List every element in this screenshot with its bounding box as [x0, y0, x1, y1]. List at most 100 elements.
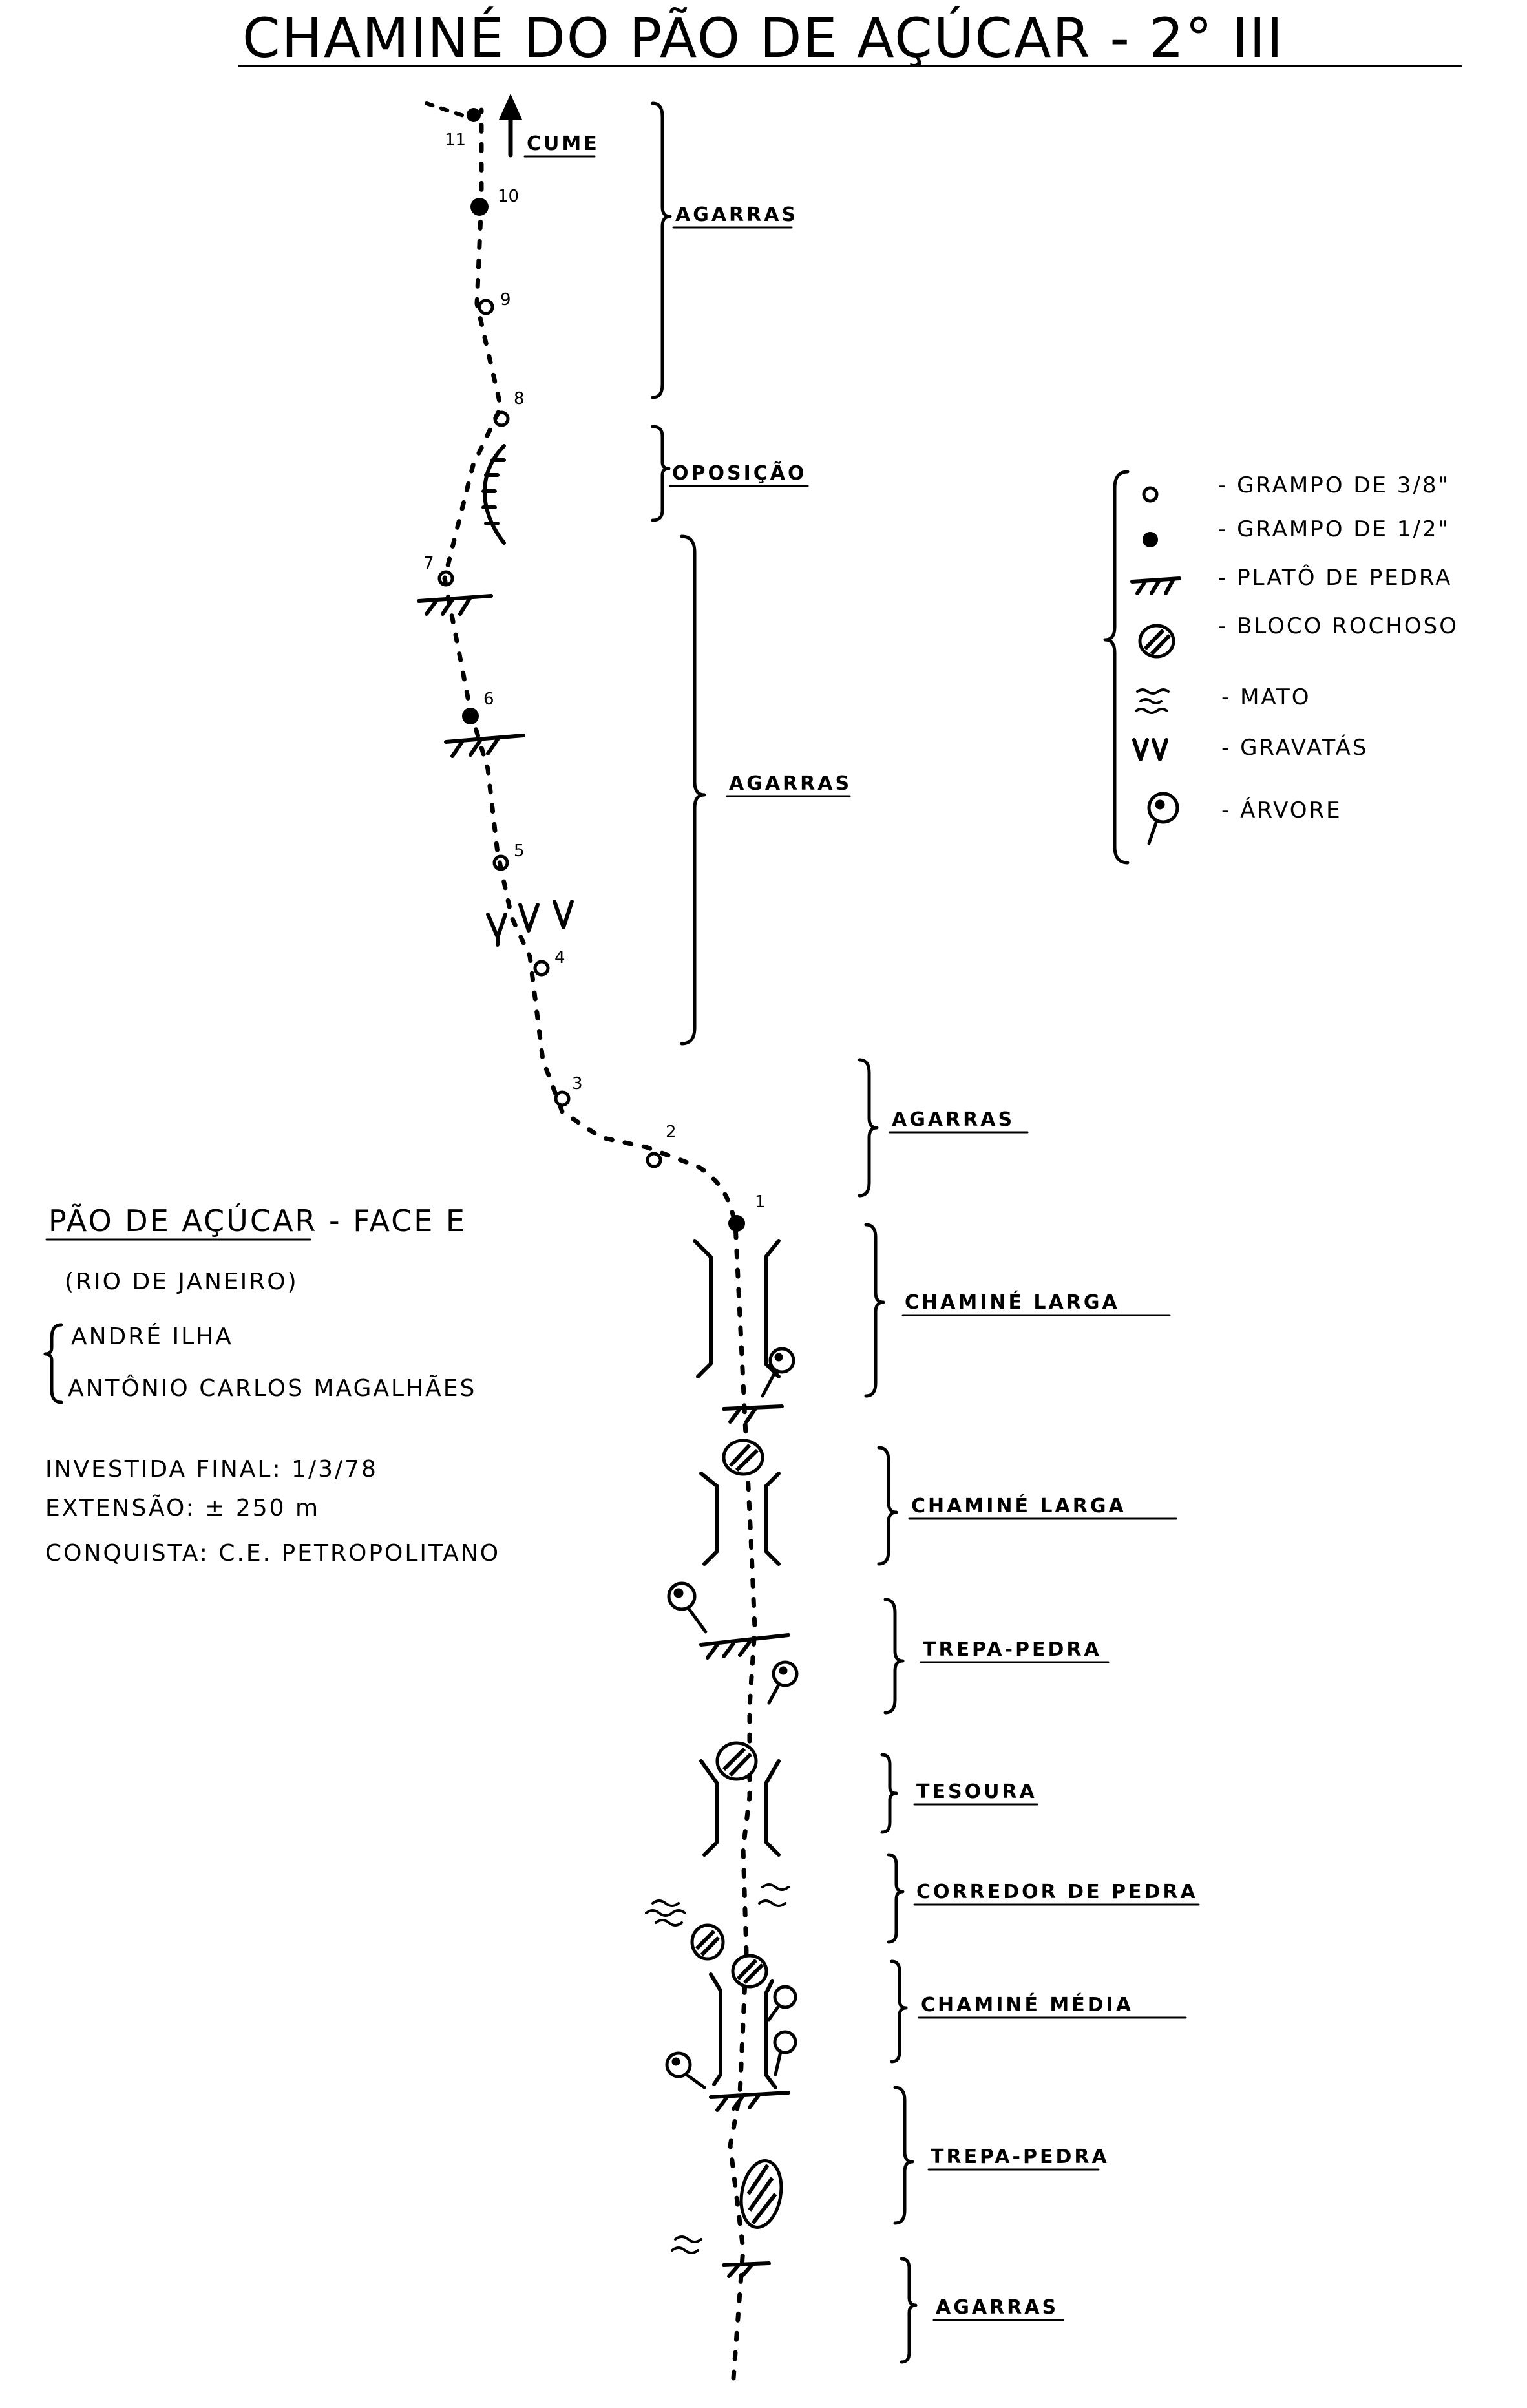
chimney-medium-icon — [709, 1972, 777, 2089]
chimney-wide-icon — [699, 1472, 781, 1566]
climber-name: ANDRÉ ILHA — [71, 1323, 233, 1350]
ledge-icon — [444, 734, 525, 758]
arvore-icon — [1147, 792, 1179, 845]
legend-label: - MATO — [1221, 684, 1311, 710]
boulder-icon — [715, 1741, 758, 1781]
section-label: CHAMINÉ LARGA — [911, 1494, 1126, 1517]
bolt-3-8-icon — [533, 960, 550, 977]
chimney-icons — [693, 1239, 781, 2089]
legend-label: - BLOCO ROCHOSO — [1218, 613, 1459, 639]
tree-icon — [665, 2051, 706, 2089]
section-label: CORREDOR DE PEDRA — [916, 1881, 1198, 1903]
bromeliad-icon — [518, 903, 540, 933]
bolt-3-8-icon — [478, 299, 494, 315]
boulder-icon — [722, 1439, 764, 1476]
gravatas-icon — [1132, 738, 1168, 761]
tree-icon — [767, 1660, 799, 1705]
tree-icon — [761, 1347, 795, 1398]
ledge-icon — [699, 1633, 790, 1660]
conquest-label: CONQUISTA: C.E. PETROPOLITANO — [45, 1540, 500, 1567]
grampo-1-2-icon — [1143, 532, 1158, 547]
summit-label: CUME — [527, 132, 600, 155]
legend-label: - PLATÔ DE PEDRA — [1218, 564, 1452, 591]
svg-text:11: 11 — [445, 131, 466, 150]
plato-icon — [1130, 576, 1181, 595]
svg-text:9: 9 — [500, 290, 511, 310]
svg-text:6: 6 — [483, 690, 494, 709]
location-label: PÃO DE AÇÚCAR - FACE E — [48, 1203, 467, 1238]
bolt-3-8-icon — [492, 854, 509, 871]
bolts: 11 10 9 8 7 6 5 4 3 2 1 — [423, 108, 766, 1232]
section-label: OPOSIÇÃO — [672, 461, 807, 485]
legend-label: - GRAVATÁS — [1221, 734, 1368, 761]
bromeliad-icon — [553, 900, 574, 929]
climbers-brace — [43, 1323, 63, 1404]
grass-icons — [645, 1883, 790, 2254]
bromeliad-icon — [486, 913, 507, 947]
legend-label: - GRAMPO DE 1/2" — [1218, 516, 1450, 542]
section-label: AGARRAS — [729, 772, 852, 795]
grass-icon — [671, 2235, 702, 2254]
section-label: AGARRAS — [892, 1108, 1015, 1131]
length-label: EXTENSÃO: ± 250 m — [45, 1494, 320, 1521]
section-labels: AGARRAS OPOSIÇÃO AGARRAS AGARRAS CHAMINÉ… — [669, 204, 1200, 2321]
legend: - GRAMPO DE 3/8" - GRAMPO DE 1/2" - PLAT… — [1103, 470, 1459, 865]
tree-icon — [667, 1581, 708, 1634]
bloco-icon — [1138, 624, 1175, 659]
grass-icon — [645, 1899, 686, 1927]
grampo-3-8-icon — [1142, 486, 1159, 503]
section-label: TREPA-PEDRA — [923, 1638, 1102, 1661]
chimney-wide-icon — [693, 1239, 781, 1378]
section-label: TESOURA — [916, 1780, 1037, 1803]
opposition-crack-icon — [481, 444, 506, 545]
summit-ridge — [425, 101, 467, 118]
section-label: CHAMINÉ LARGA — [905, 1291, 1120, 1314]
bolt-half-inch-icon — [462, 708, 479, 724]
bolt-3-8-icon — [437, 570, 454, 587]
ledge-icon — [722, 2261, 771, 2278]
svg-text:4: 4 — [554, 948, 565, 967]
legend-brace — [1103, 470, 1130, 865]
mato-icon — [1135, 688, 1170, 714]
boulder-icon — [690, 1923, 725, 1961]
tree-icon — [773, 2030, 797, 2076]
boulder-icons — [690, 1439, 783, 2229]
boulder-icon — [739, 2159, 783, 2229]
legend-label: - GRAMPO DE 3/8" — [1218, 472, 1450, 498]
bromeliad-icons — [486, 900, 574, 947]
tree-icons — [665, 1347, 799, 2089]
ledge-icon — [417, 594, 493, 616]
ledge-icons — [417, 594, 790, 2278]
section-label: AGARRAS — [675, 204, 798, 226]
chimney-scissor-icon — [699, 1759, 781, 1857]
section-label: CHAMINÉ MÉDIA — [921, 1993, 1133, 2016]
svg-text:7: 7 — [423, 554, 434, 573]
legend-label: - ÁRVORE — [1221, 797, 1342, 823]
page-title: CHAMINÉ DO PÃO DE AÇÚCAR - 2° III — [242, 6, 1284, 70]
bolt-3-8-icon — [646, 1152, 662, 1168]
city-label: (RIO DE JANEIRO) — [65, 1269, 299, 1295]
bolt-half-inch-icon — [470, 198, 489, 216]
route-line — [442, 107, 757, 2381]
svg-text:2: 2 — [666, 1123, 677, 1142]
route-info: PÃO DE AÇÚCAR - FACE E (RIO DE JANEIRO) … — [43, 1203, 500, 1567]
section-label: TREPA-PEDRA — [931, 2146, 1110, 2168]
section-braces — [651, 101, 918, 2364]
ledge-icon — [722, 1404, 784, 1424]
boulder-icon — [731, 1954, 768, 1989]
svg-text:5: 5 — [514, 841, 525, 861]
svg-text:8: 8 — [514, 389, 525, 408]
grass-icon — [758, 1883, 790, 1907]
svg-text:1: 1 — [755, 1192, 766, 1212]
bolt-half-inch-icon — [728, 1215, 745, 1232]
svg-text:3: 3 — [572, 1074, 583, 1093]
final-attempt-label: INVESTIDA FINAL: 1/3/78 — [45, 1456, 378, 1483]
bolt-3-8-icon — [554, 1090, 571, 1107]
tree-icon — [767, 1985, 797, 2022]
section-label: AGARRAS — [936, 2296, 1058, 2319]
bolt-half-inch-icon — [467, 108, 481, 122]
svg-text:10: 10 — [498, 187, 519, 206]
bolt-3-8-icon — [493, 410, 510, 427]
summit-arrow — [499, 94, 522, 158]
